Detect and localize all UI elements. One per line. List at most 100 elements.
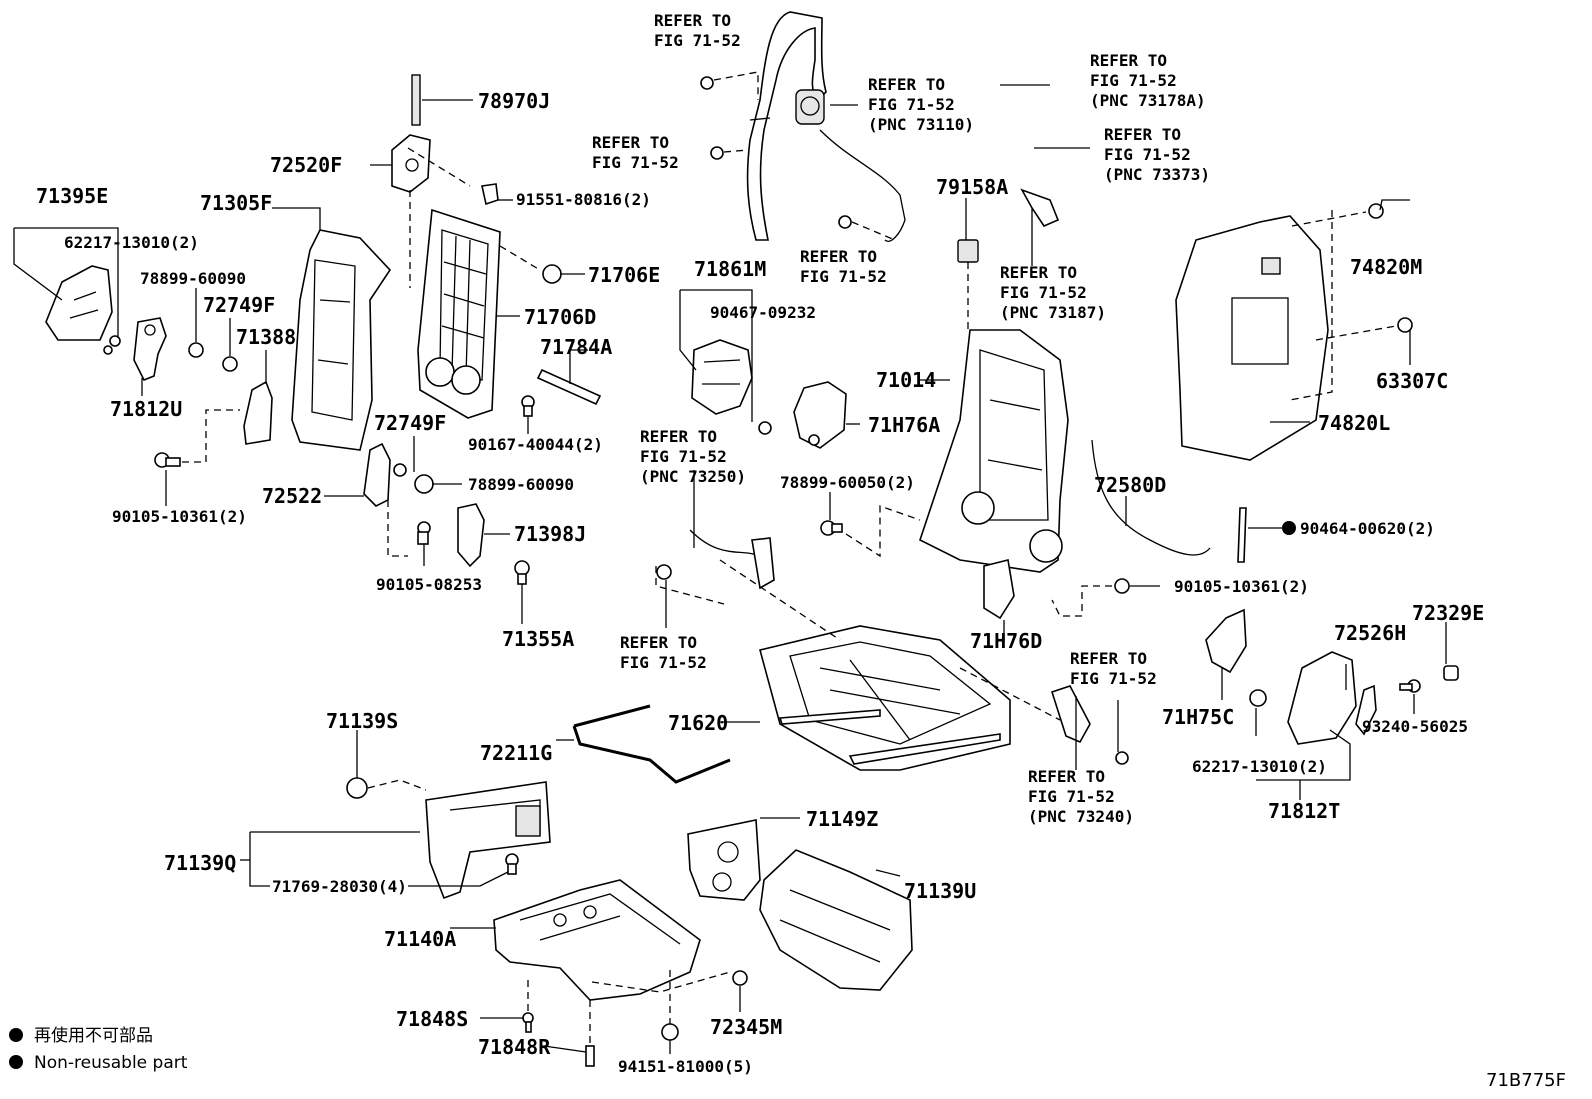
screw-71848S — [522, 1012, 534, 1033]
clip-90464 — [1237, 507, 1247, 563]
part-78899-60090-left: 78899-60090 — [140, 269, 246, 288]
clip-fastener — [521, 395, 535, 417]
part-71H75C: 71H75C — [1162, 705, 1234, 729]
slide-lever-bar — [572, 704, 731, 784]
part-90105-10361-left: 90105-10361(2) — [112, 507, 247, 526]
legend-en: Non-reusable part — [34, 1053, 188, 1073]
cap-72329E — [1443, 665, 1459, 681]
part-71H76D: 71H76D — [970, 629, 1042, 653]
part-71014: 71014 — [876, 368, 936, 392]
side-cover-left — [45, 265, 121, 355]
part-93240-56025: 93240-56025 — [1362, 717, 1468, 736]
side-trim-71139Q — [425, 781, 551, 900]
plug-72345M — [732, 970, 748, 986]
seatback-frame-bracket — [291, 229, 392, 451]
clip-71769 — [505, 853, 519, 875]
lever-ref-73240 — [1050, 685, 1091, 744]
part-71398J: 71398J — [514, 522, 586, 546]
bolt-90105-left — [154, 452, 181, 468]
part-91551-80816: 91551-80816(2) — [516, 190, 651, 209]
part-71769-28030: 71769-28030(4) — [272, 877, 407, 896]
leader-lines — [13, 84, 1447, 1054]
release-cable — [1091, 439, 1211, 556]
part-71355A: 71355A — [502, 627, 574, 651]
back-board-74820L — [1175, 215, 1329, 461]
part-71706E: 71706E — [588, 263, 660, 287]
part-71848S: 71848S — [396, 1007, 468, 1031]
part-62217-13010-right: 62217-13010(2) — [1192, 757, 1327, 776]
hinge-cover-left — [133, 317, 167, 382]
buckle-wire — [655, 529, 775, 605]
nut-94151 — [661, 1023, 679, 1041]
screw-71848R — [585, 1045, 595, 1067]
part-63307C: 63307C — [1376, 369, 1448, 393]
part-78899-60050: 78899-60050(2) — [780, 473, 915, 492]
part-94151-81000: 94151-81000(5) — [618, 1057, 753, 1076]
part-71139Q: 71139Q — [164, 851, 236, 875]
recliner-cover-71861M — [691, 339, 753, 415]
part-72526H: 72526H — [1334, 621, 1406, 645]
part-71139S: 71139S — [326, 709, 398, 733]
part-72580D: 72580D — [1094, 473, 1166, 497]
side-cover-right — [1287, 651, 1357, 745]
cover-71139U — [759, 849, 913, 991]
bolt-ref-right — [1115, 751, 1129, 765]
legend-jp: 再使用不可部品 — [34, 1025, 153, 1046]
part-72522: 72522 — [262, 484, 322, 508]
part-78899-60090-right: 78899-60090 — [468, 475, 574, 494]
cover-71H75C — [1205, 608, 1247, 674]
cover-71H76A — [793, 381, 847, 449]
bracket-72522 — [363, 442, 391, 507]
trim-strip — [536, 368, 602, 406]
part-71140A: 71140A — [384, 927, 456, 951]
part-71706D: 71706D — [524, 305, 596, 329]
part-71H76A: 71H76A — [868, 413, 940, 437]
bolt-90105-08253 — [417, 521, 431, 545]
part-90105-08253: 90105-08253 — [376, 575, 482, 594]
part-72749F-right: 72749F — [374, 411, 446, 435]
part-79158A: 79158A — [936, 175, 1008, 199]
seatback-frame-71014 — [919, 188, 1069, 573]
part-90105-10361-right: 90105-10361(2) — [1174, 577, 1309, 596]
part-71848R: 71848R — [478, 1035, 551, 1059]
part-72345M: 72345M — [710, 1015, 782, 1039]
part-71139U: 71139U — [904, 879, 976, 903]
part-90167-40044: 90167-40044(2) — [468, 435, 603, 454]
part-74820M: 74820M — [1350, 255, 1422, 279]
part-71149Z: 71149Z — [806, 807, 878, 831]
part-71861M: 71861M — [694, 257, 766, 281]
part-71812T: 71812T — [1268, 799, 1340, 823]
part-71395E: 71395E — [36, 184, 108, 208]
part-71388: 71388 — [236, 325, 296, 349]
part-72329E: 72329E — [1412, 601, 1484, 625]
non-reusable-bullet-icon — [9, 1055, 23, 1069]
legend: 再使用不可部品 Non-reusable part — [9, 1025, 188, 1073]
non-reusable-bullet-icon — [9, 1028, 23, 1042]
part-90467-09232: 90467-09232 — [710, 303, 816, 322]
clip-62217-right — [1249, 689, 1267, 707]
part-74820L: 74820L — [1318, 411, 1390, 435]
seat-base-71140A — [493, 879, 731, 1001]
part-71305F: 71305F — [200, 191, 272, 215]
bolt-90105-right — [1114, 578, 1130, 594]
part-71812U: 71812U — [110, 397, 182, 421]
bracket-71149Z — [687, 819, 761, 901]
cover-71H76D — [983, 559, 1015, 620]
bolt-78899-60050 — [820, 520, 843, 536]
cover-71398J — [457, 503, 485, 568]
seat-belt-assembly — [700, 11, 906, 242]
part-62217-13010-left: 62217-13010(2) — [64, 233, 199, 252]
bolt-71139S — [346, 777, 368, 799]
part-71784A: 71784A — [540, 335, 612, 359]
